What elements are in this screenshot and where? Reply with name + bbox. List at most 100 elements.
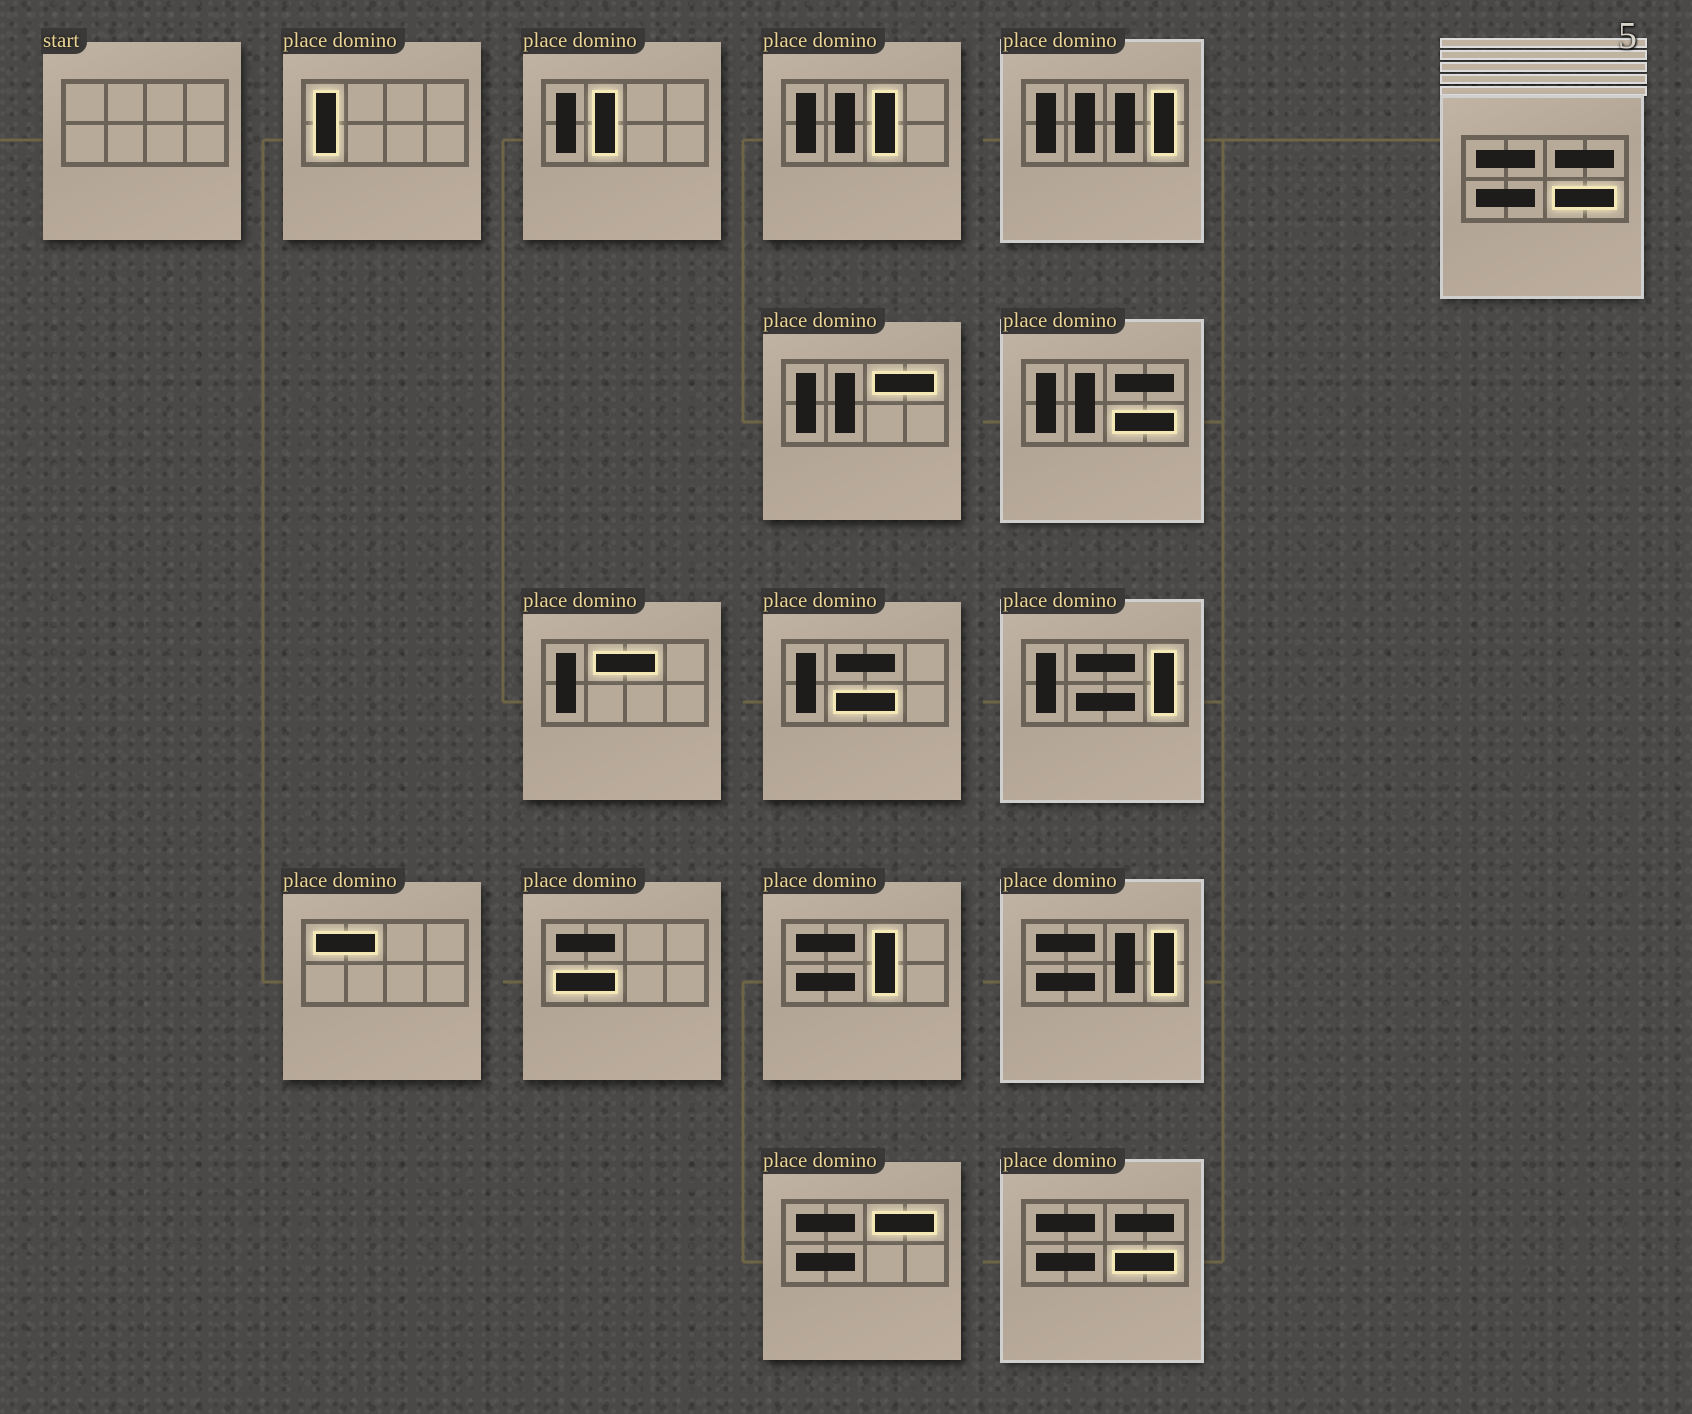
- tiling-grid: [781, 1199, 949, 1287]
- domino: [1035, 373, 1056, 433]
- grid-line: [786, 681, 944, 685]
- domino: [835, 93, 856, 153]
- domino: [556, 934, 615, 952]
- domino-new: [1115, 413, 1174, 431]
- domino-new: [595, 93, 616, 153]
- tiling-grid: [541, 919, 709, 1007]
- result-card[interactable]: [1440, 95, 1644, 299]
- tree-node-card[interactable]: start: [41, 28, 241, 240]
- tree-node-card[interactable]: place domino: [1000, 868, 1204, 1083]
- domino-new: [595, 654, 655, 672]
- tiling-grid: [1021, 919, 1189, 1007]
- grid-line: [786, 121, 944, 125]
- grid-line: [1026, 1241, 1184, 1245]
- domino: [1115, 374, 1174, 392]
- stack-layer: [1440, 62, 1647, 72]
- domino-new: [835, 693, 895, 711]
- tiling-grid: [1021, 639, 1189, 727]
- node-title: place domino: [1001, 308, 1125, 334]
- tree-node-card[interactable]: place domino: [281, 868, 481, 1080]
- node-title: place domino: [761, 308, 885, 334]
- node-title: place domino: [761, 28, 885, 54]
- tree-node-card[interactable]: place domino: [1000, 308, 1204, 523]
- tree-node-card[interactable]: place domino: [1000, 28, 1204, 243]
- stack-layer: [1440, 38, 1647, 48]
- node-title: place domino: [761, 1148, 885, 1174]
- grid-line: [546, 121, 704, 125]
- domino: [1476, 189, 1535, 207]
- domino: [1035, 93, 1056, 153]
- tree-node-card[interactable]: place domino: [1000, 588, 1204, 803]
- node-title: place domino: [1001, 868, 1125, 894]
- tree-node-card[interactable]: place domino: [761, 28, 961, 240]
- node-title: place domino: [281, 28, 405, 54]
- domino: [1036, 973, 1095, 991]
- tiling-grid: [1021, 79, 1189, 167]
- domino-new: [1555, 189, 1614, 207]
- grid-line: [786, 961, 944, 965]
- tree-node-card[interactable]: place domino: [521, 588, 721, 800]
- domino-new: [1154, 933, 1175, 993]
- domino-new: [875, 1214, 934, 1232]
- tiling-grid: [781, 919, 949, 1007]
- tree-node-card[interactable]: place domino: [521, 28, 721, 240]
- domino: [1036, 1214, 1095, 1232]
- domino: [796, 934, 855, 952]
- domino: [1114, 933, 1135, 993]
- grid-line: [546, 681, 704, 685]
- node-title: place domino: [1001, 588, 1125, 614]
- grid-line: [1466, 177, 1624, 181]
- node-title: place domino: [761, 868, 885, 894]
- tree-node-card[interactable]: place domino: [761, 308, 961, 520]
- tree-node-card[interactable]: place domino: [1000, 1148, 1204, 1363]
- domino-new: [556, 973, 615, 991]
- domino: [835, 654, 895, 672]
- domino-new: [874, 933, 895, 993]
- grid-line: [1026, 121, 1184, 125]
- node-title: start: [41, 28, 88, 54]
- tiling-grid: [1461, 135, 1629, 223]
- domino-new: [874, 93, 895, 153]
- stack-layer: [1440, 86, 1647, 96]
- domino: [1075, 654, 1135, 672]
- domino: [1115, 1214, 1174, 1232]
- node-title: place domino: [521, 28, 645, 54]
- grid-line: [1026, 961, 1184, 965]
- tiling-grid: [781, 359, 949, 447]
- tiling-grid: [301, 79, 469, 167]
- domino-new: [1115, 1253, 1174, 1271]
- domino: [835, 373, 856, 433]
- domino-new: [1154, 653, 1175, 713]
- domino-new: [316, 934, 375, 952]
- stack-layer: [1440, 50, 1647, 60]
- tiling-grid: [541, 79, 709, 167]
- node-title: place domino: [281, 868, 405, 894]
- tiling-grid: [781, 639, 949, 727]
- domino-new: [1154, 93, 1175, 153]
- tree-node-card[interactable]: place domino: [761, 1148, 961, 1360]
- domino: [1114, 93, 1135, 153]
- domino: [795, 373, 816, 433]
- grid-line: [1026, 401, 1184, 405]
- domino: [1476, 150, 1535, 168]
- tree-node-card[interactable]: place domino: [761, 588, 961, 800]
- domino: [1555, 150, 1614, 168]
- domino-new: [875, 374, 934, 392]
- domino: [795, 653, 816, 713]
- domino: [1075, 693, 1135, 711]
- grid-line: [306, 121, 464, 125]
- tiling-grid: [541, 639, 709, 727]
- domino: [1035, 653, 1056, 713]
- domino: [1075, 93, 1096, 153]
- node-title: place domino: [1001, 1148, 1125, 1174]
- tiling-grid: [301, 919, 469, 1007]
- domino: [555, 653, 576, 713]
- tiling-grid: [781, 79, 949, 167]
- tree-node-card[interactable]: place domino: [761, 868, 961, 1080]
- grid-line: [306, 961, 464, 965]
- tree-node-card[interactable]: place domino: [521, 868, 721, 1080]
- grid-line: [1026, 681, 1184, 685]
- domino: [796, 973, 855, 991]
- domino: [1036, 934, 1095, 952]
- tree-node-card[interactable]: place domino: [281, 28, 481, 240]
